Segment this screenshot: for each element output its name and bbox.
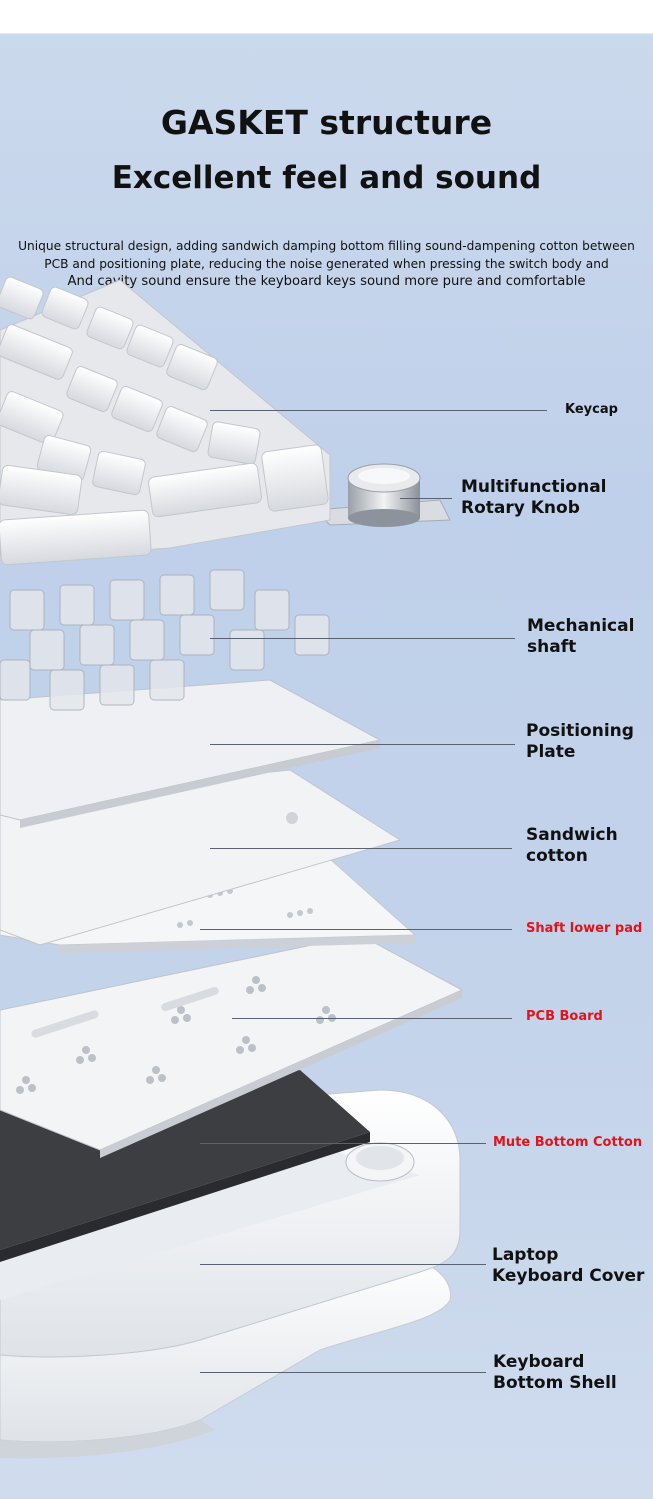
- plate-leader-line: [210, 744, 515, 745]
- description-line: And cavity sound ensure the keyboard key…: [67, 274, 586, 289]
- label-line: Multifunctional: [461, 477, 607, 497]
- shaft-leader-line: [210, 638, 515, 639]
- mechanical-switch-layer: [0, 569, 330, 711]
- page-title: GASKET structure: [160, 103, 493, 142]
- label-keyboard-cover: Laptop Keyboard Cover: [492, 1245, 644, 1287]
- keycap-layer: [0, 276, 331, 566]
- page-subtitle: Excellent feel and sound: [111, 160, 542, 196]
- pcb-layer: [0, 934, 464, 1158]
- label-line: Keyboard: [493, 1352, 585, 1372]
- label-pcb-board: PCB Board: [526, 1009, 603, 1024]
- label-positioning-plate: Positioning Plate: [526, 721, 634, 763]
- label-line: Bottom Shell: [493, 1373, 617, 1393]
- keycap-leader-line: [210, 410, 547, 411]
- label-mute-bottom-cotton: Mute Bottom Cotton: [493, 1135, 643, 1150]
- pad-leader-line: [200, 929, 512, 930]
- mute-leader-line: [200, 1143, 486, 1144]
- label-rotary-knob: Multifunctional Rotary Knob: [461, 477, 607, 519]
- label-sandwich-cotton: Sandwich cotton: [526, 825, 618, 867]
- label-shaft-lower-pad: Shaft lower pad: [526, 921, 643, 936]
- label-bottom-shell: Keyboard Bottom Shell: [493, 1352, 617, 1394]
- label-line: Mechanical: [527, 616, 635, 636]
- label-line: Positioning: [526, 721, 634, 741]
- label-line: Laptop: [492, 1245, 559, 1265]
- label-line: Rotary Knob: [461, 498, 580, 518]
- description-line: Unique structural design, adding sandwic…: [18, 239, 635, 253]
- label-keycap: Keycap: [565, 402, 618, 417]
- knob-leader-line: [400, 498, 452, 499]
- label-line: Keyboard Cover: [492, 1266, 645, 1286]
- description-line: PCB and positioning plate, reducing the …: [44, 257, 609, 271]
- cover-leader-line: [200, 1264, 486, 1265]
- sandwich-leader-line: [210, 848, 512, 849]
- description: Unique structural design, adding sandwic…: [8, 237, 645, 291]
- label-line: cotton: [526, 846, 588, 866]
- label-line: Sandwich: [526, 825, 618, 845]
- rotary-knob-graphic: [313, 463, 451, 527]
- label-mechanical-shaft: Mechanical shaft: [527, 616, 634, 658]
- shell-leader-line: [200, 1372, 486, 1373]
- pcb-leader-line: [232, 1018, 512, 1019]
- label-line: shaft: [527, 637, 577, 657]
- positioning-plate-layer: [0, 679, 382, 828]
- label-line: Plate: [526, 742, 576, 762]
